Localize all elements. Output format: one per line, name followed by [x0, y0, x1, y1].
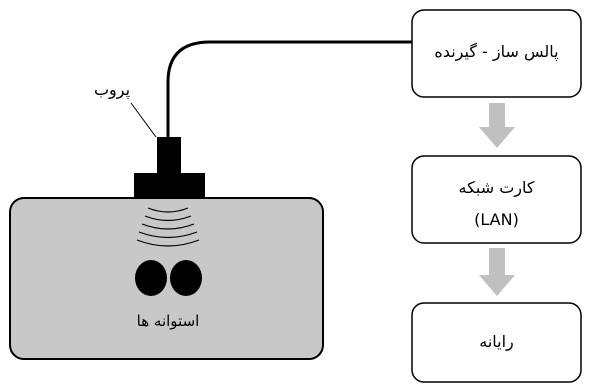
cylinder-left — [135, 260, 167, 296]
arrow-lan-to-computer — [479, 248, 515, 296]
pulser-receiver-box — [411, 9, 582, 98]
cylinder-right — [170, 260, 202, 296]
probe-leader-line — [130, 102, 157, 138]
lan-card-label-line1: کارت شبکه — [458, 178, 535, 197]
ultrasonic-waves — [136, 207, 200, 247]
computer-box — [411, 302, 582, 383]
lan-card-label: کارت شبکه (LAN) — [412, 176, 581, 230]
probe-stem — [157, 137, 181, 175]
specimen-label: استوانه ها — [136, 312, 200, 330]
pulser-receiver-label: پالس ساز - گیرنده — [434, 42, 559, 61]
lan-card-label-line2: (LAN) — [474, 210, 519, 229]
computer-label: رایانه — [479, 332, 514, 351]
lan-card-box — [411, 155, 582, 244]
arrow-pulser-to-lan — [479, 103, 515, 148]
probe-head — [134, 173, 205, 197]
probe-label: پروب — [93, 80, 131, 99]
probe-cable — [166, 40, 412, 140]
